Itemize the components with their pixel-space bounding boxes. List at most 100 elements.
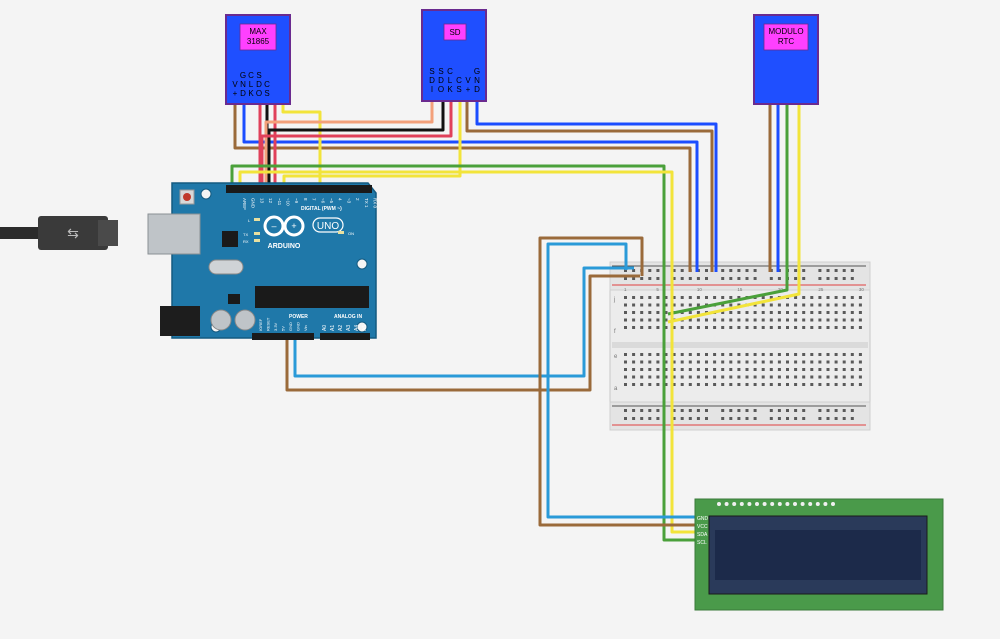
wire-max-yellow[interactable]: [281, 104, 322, 185]
breadboard-column-number: 20: [778, 287, 784, 292]
breadboard-column-number: 15: [737, 287, 743, 292]
led-rx-label: RX: [243, 239, 249, 244]
rtc-title-line2: RTC: [778, 37, 795, 46]
arduino-model: UNO: [317, 221, 339, 232]
digital-pin-label: 13: [259, 198, 264, 204]
arduino-logo: – +: [263, 215, 305, 237]
breadboard-column-number: 25: [818, 287, 824, 292]
analog-label: ANALOG IN: [334, 314, 362, 320]
breadboard-column-number: 10: [697, 287, 703, 292]
wire-lcd-blue[interactable]: [546, 242, 696, 519]
sd-title: SD: [449, 28, 460, 37]
lcd-header-holes: [717, 502, 835, 506]
max-title-line2: 31865: [247, 37, 270, 46]
usb-cable[interactable]: ⇆: [0, 216, 118, 250]
digital-pin-label: ~9: [294, 198, 299, 204]
rtc-module[interactable]: MODULO RTC: [753, 14, 819, 105]
digital-pin-label: TX 1: [364, 198, 369, 208]
wire-max-gnd-blue[interactable]: [242, 104, 699, 272]
power-pin-label: 3.3V: [273, 322, 278, 331]
wire-power-blue[interactable]: [293, 266, 634, 378]
wire-sd-cs-yellow[interactable]: [282, 101, 462, 185]
breadboard-column-number: 30: [859, 287, 865, 292]
analog-pin-label: A5: [362, 325, 368, 331]
digital-pin-label: GND: [251, 198, 256, 209]
svg-text:e: e: [614, 354, 618, 360]
svg-text:j: j: [613, 297, 615, 303]
lcd-pin-gnd: GND: [697, 516, 709, 522]
wire-arduino-yellow-top[interactable]: [238, 170, 696, 534]
wire-arduino-green-top[interactable]: [230, 164, 696, 542]
digital-pin-label: 12: [268, 198, 273, 204]
digital-label: DIGITAL (PWM ~): [301, 206, 342, 212]
wire-sd-sdi-orange[interactable]: [264, 101, 434, 185]
max-title-line1: MAX: [249, 27, 267, 36]
arduino-uno[interactable]: – + ARDUINO UNO DIGITAL (PWM ~) POWER AN…: [147, 182, 378, 340]
wire-rtc-yellow[interactable]: [667, 104, 801, 324]
wire-sd-clk-pink[interactable]: [260, 101, 453, 185]
lcd-pin-vcc: VCC: [697, 524, 708, 530]
digital-pin-label: ~3: [346, 198, 351, 204]
svg-text:–: –: [271, 221, 276, 231]
digital-pin-label: ~6: [320, 198, 325, 204]
breadboard-column-number: 5: [656, 287, 659, 292]
led-l-label: L: [248, 218, 251, 223]
power-pin-label: GND: [288, 322, 293, 331]
wire-max-vplus-brown[interactable]: [233, 104, 692, 272]
wire-sd-sdo-black[interactable]: [267, 101, 445, 185]
analog-pin-label: A2: [338, 325, 344, 331]
pin-label-v: V+: [465, 76, 471, 94]
lcd-pin-scl: SCL: [697, 540, 707, 546]
breadboard-row-letters: j f e a: [613, 297, 618, 392]
svg-text:a: a: [614, 386, 618, 392]
svg-text:f: f: [614, 329, 616, 335]
wire-rtc-green[interactable]: [667, 104, 789, 316]
arduino-brand: ARDUINO: [268, 243, 301, 250]
power-pin-label: Vin: [303, 325, 308, 331]
lcd-screen: [715, 530, 921, 580]
power-pin-label: GND: [296, 322, 301, 331]
analog-pin-label: A3: [346, 325, 352, 331]
led-tx-label: TX: [243, 232, 248, 237]
digital-pin-label: RX 0: [373, 198, 378, 209]
svg-text:+: +: [291, 221, 296, 231]
wire-sd-vplus-brown[interactable]: [465, 101, 714, 272]
power-label: POWER: [289, 314, 308, 320]
wire-power-brown[interactable]: [285, 274, 640, 392]
power-pin-label: 5V: [281, 326, 286, 331]
usb-icon: ⇆: [67, 225, 79, 241]
wire-sd-gnd-blue[interactable]: [475, 101, 718, 272]
breadboard-column-number: 1: [624, 287, 627, 292]
digital-pin-label: AREF: [242, 198, 247, 210]
digital-pin-label: ~5: [329, 198, 334, 204]
analog-pin-label: A4: [354, 325, 360, 331]
pin-label-v: V+: [232, 80, 238, 98]
rtc-title-line1: MODULO: [768, 27, 803, 36]
on-label: ON: [348, 231, 354, 236]
wire-lcd-brown[interactable]: [538, 236, 696, 527]
digital-pin-label: 2: [355, 198, 360, 201]
analog-pin-label: A1: [330, 325, 336, 331]
wires: [230, 101, 801, 542]
analog-pin-label: A0: [322, 325, 328, 331]
